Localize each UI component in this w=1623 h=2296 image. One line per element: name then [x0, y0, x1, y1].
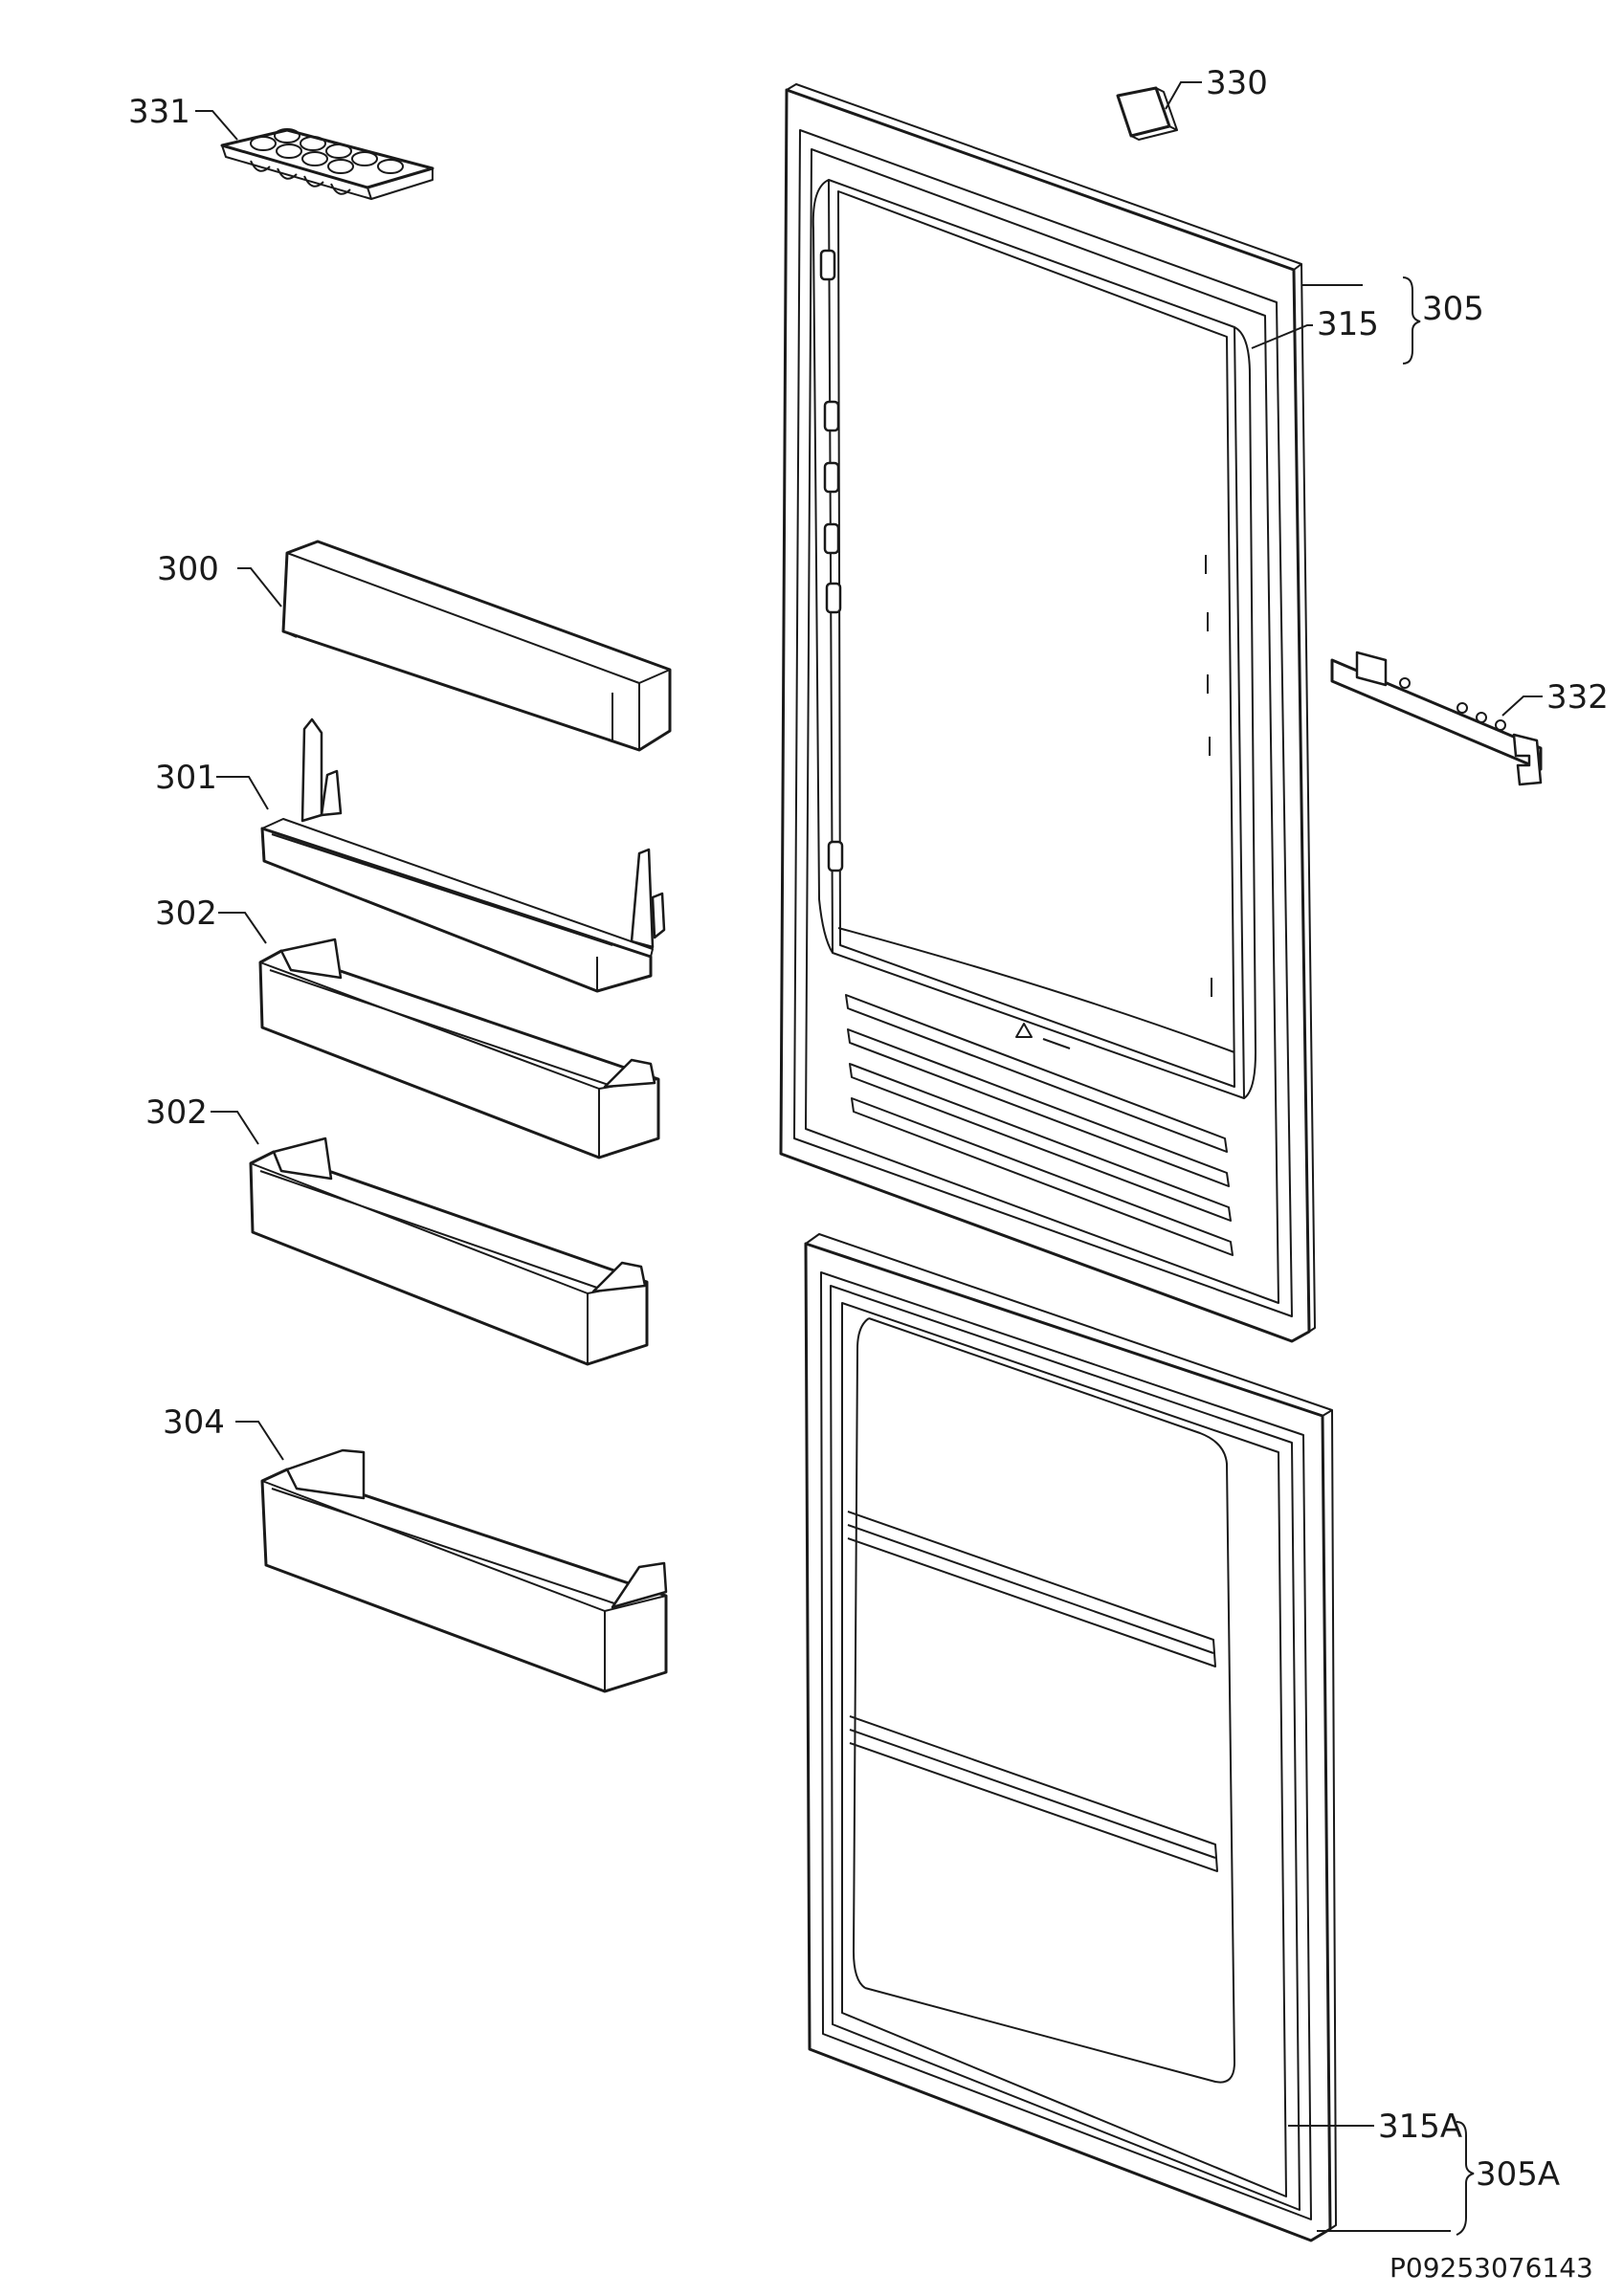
- egg-tray-331: [220, 128, 434, 200]
- label-305A: 305A: [1476, 2155, 1560, 2194]
- bottle-shelf-304: [260, 1448, 668, 1693]
- door-vent-lines: [845, 994, 1234, 1256]
- label-300: 300: [157, 550, 219, 588]
- label-332: 332: [1546, 678, 1609, 717]
- label-315A: 315A: [1378, 2108, 1462, 2146]
- cover-330: [1116, 86, 1178, 141]
- label-304: 304: [163, 1403, 225, 1442]
- label-302-upper: 302: [155, 894, 217, 933]
- door-clips-left: [819, 249, 844, 872]
- upper-door-305: [779, 83, 1316, 1343]
- label-331: 331: [128, 93, 190, 131]
- label-315: 315: [1317, 305, 1379, 343]
- label-305: 305: [1422, 290, 1484, 328]
- door-shelf-302-lower: [249, 1137, 649, 1366]
- drawing-code: P09253076143: [1390, 2252, 1593, 2284]
- label-330: 330: [1206, 64, 1268, 102]
- door-shelf-301: [260, 718, 666, 993]
- dairy-lid-300: [281, 540, 672, 752]
- lower-door-305A: [804, 1233, 1337, 2242]
- leader-lines: [195, 81, 1543, 2236]
- door-clips-right: [1205, 555, 1212, 997]
- label-301: 301: [155, 759, 217, 797]
- door-shelf-302-upper: [258, 938, 660, 1159]
- part-labels: 331 330 315 305 300 301 302 302 304 332 …: [128, 64, 1609, 2284]
- hinge-332: [1330, 651, 1543, 786]
- label-302-lower: 302: [145, 1093, 208, 1132]
